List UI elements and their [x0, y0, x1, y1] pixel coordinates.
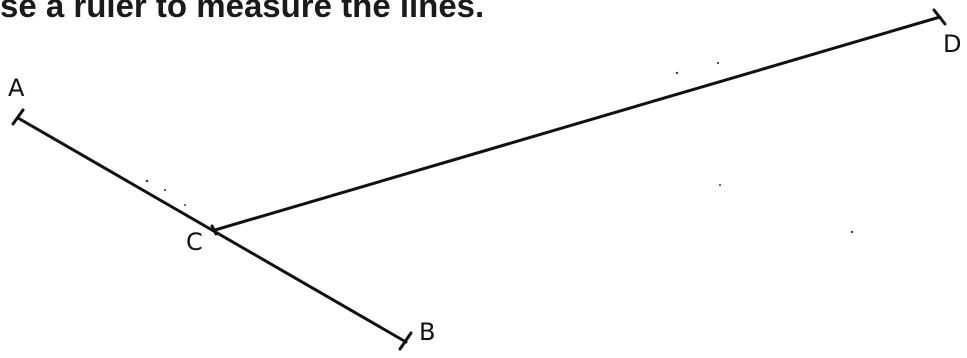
instruction-text: se a ruler to measure the lines.	[0, 0, 485, 24]
label-b: B	[419, 318, 435, 346]
label-d: D	[943, 30, 961, 58]
segment-cd	[213, 15, 942, 232]
segment-ab	[16, 116, 408, 344]
label-a: A	[8, 74, 25, 102]
tick-b	[398, 331, 413, 351]
tick-a	[11, 108, 25, 126]
tick-d	[932, 8, 947, 26]
label-c: C	[186, 228, 203, 256]
tick-c	[210, 224, 218, 236]
scan-specks	[145, 61, 854, 234]
